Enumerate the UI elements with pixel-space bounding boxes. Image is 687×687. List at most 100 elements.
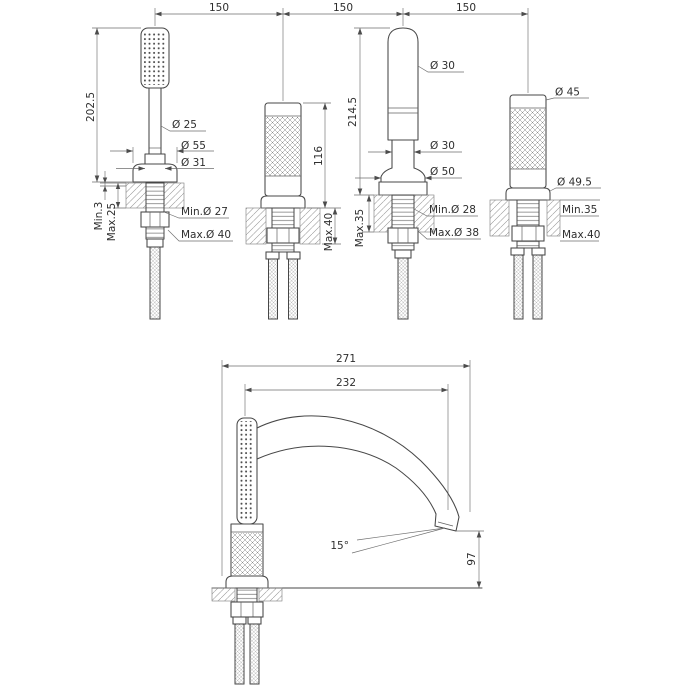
spout-outer-curve	[256, 415, 460, 518]
arrowhead	[441, 387, 448, 393]
spout-escutcheon	[378, 181, 428, 196]
deck-section	[211, 587, 236, 602]
hose-nipple	[531, 247, 546, 256]
dim-label-handle-height: 116	[313, 146, 325, 166]
dim-lines	[244, 384, 449, 510]
arrowhead	[322, 201, 328, 208]
dim-lines	[560, 199, 600, 242]
arrowhead	[385, 149, 392, 155]
dim-label-spout-base-diameter: Ø 50	[430, 166, 455, 178]
dim-label-spout-deck-max: Max.35	[354, 209, 366, 247]
deck-section	[245, 207, 267, 245]
dim-label-spout-top-diameter: Ø 30	[430, 60, 455, 72]
tube-coupling-rings	[388, 107, 418, 114]
arrowhead	[322, 103, 328, 110]
arrowhead	[276, 11, 283, 17]
supply-hose	[249, 623, 260, 685]
locknut	[230, 601, 264, 618]
arrowhead	[245, 387, 252, 393]
arrowhead	[126, 148, 133, 154]
dim-lines	[221, 360, 471, 576]
locknut	[387, 227, 419, 244]
deck-section	[125, 182, 147, 209]
arrowhead	[366, 225, 372, 232]
arrowhead	[357, 28, 363, 35]
locknut-facets	[149, 212, 161, 227]
aerator-line	[437, 521, 454, 527]
arrowhead	[366, 195, 372, 202]
deck-section	[373, 194, 393, 233]
handle-escutcheon	[505, 187, 551, 201]
deck-section	[299, 207, 321, 245]
leader-line	[413, 208, 478, 217]
hose-nipple	[146, 238, 164, 248]
handle-escutcheon	[260, 195, 306, 209]
leader-line	[417, 230, 481, 240]
knurl-grip	[232, 533, 262, 575]
dim-spacing-chain: 150 150 150	[154, 2, 529, 101]
leader-line	[549, 187, 601, 192]
arrowhead	[403, 11, 410, 17]
leader-line	[167, 229, 233, 242]
dim-label-handle-top-diameter: Ø 45	[555, 87, 580, 99]
spray-face-dots	[240, 421, 254, 521]
dim-label-handle-base-diameter: Ø 49.5	[557, 177, 592, 189]
arrowhead	[332, 208, 338, 215]
arrowhead	[414, 149, 421, 155]
arrowhead	[425, 175, 432, 181]
dim-label-overall-depth: 271	[336, 353, 356, 365]
arrowhead	[521, 11, 528, 17]
supply-hose	[288, 258, 298, 320]
handle-right-front-view	[489, 94, 561, 320]
hose-nipple	[510, 247, 525, 256]
dim-label-spout-hole-max: Max.Ø 38	[429, 227, 479, 239]
hose-nipple	[394, 249, 412, 259]
hose-nipple	[232, 616, 247, 625]
dims-handshower: 202.5 Ø 25 Ø 55 Ø 31 Min.3 Max.25 Min.Ø …	[85, 27, 233, 242]
dim-label-deck-min: Min.3	[93, 202, 105, 231]
deck-section	[258, 587, 283, 602]
spout-tube	[387, 27, 419, 141]
dim-label-escutcheon-diameter: Ø 55	[181, 140, 206, 152]
side-view: 271 232 15° 97	[211, 353, 484, 685]
dim-lines	[354, 27, 390, 196]
dim-label-spout-neck-diameter: Ø 30	[430, 140, 455, 152]
handshower-neck	[144, 153, 166, 165]
leader-line	[163, 211, 229, 219]
deck-section	[546, 199, 561, 237]
dim-label-deck-max: Max.25	[106, 203, 118, 241]
arrowhead	[177, 148, 184, 154]
hose-nipple	[286, 251, 301, 260]
arrowhead	[115, 183, 121, 189]
mounting-shank	[145, 182, 165, 240]
arrowhead	[155, 11, 162, 17]
arrowhead	[115, 202, 121, 208]
arrowhead	[222, 363, 229, 369]
locknut	[511, 225, 545, 242]
dims-spout: Ø 30 214.5 Ø 30 Ø 50 Max.35 Min.Ø 28 Max…	[347, 27, 481, 247]
dim-label-outlet-height: 97	[466, 552, 478, 565]
handshower-escutcheon	[132, 163, 178, 183]
spout-inner-curve	[256, 445, 437, 515]
supply-hose	[532, 254, 543, 320]
arrowhead	[396, 11, 403, 17]
leader-line	[545, 97, 589, 101]
handshower-front-view	[125, 27, 185, 320]
dim-label-spout-reach: 232	[336, 377, 356, 389]
knurl-grip	[266, 117, 300, 176]
arrowhead	[374, 175, 381, 181]
locknut-facets	[521, 226, 537, 241]
hose-nipple	[247, 616, 262, 625]
dim-lines	[110, 147, 214, 163]
supply-hose	[513, 254, 524, 320]
arrowhead	[138, 166, 145, 171]
locknut-facets	[397, 228, 409, 243]
dims-handle-left: 116 Max.40	[303, 102, 341, 251]
dim-label-deck-min: Min.35	[562, 204, 597, 216]
dim-label-handle-diameter: Ø 25	[172, 119, 197, 131]
supply-hose	[149, 246, 161, 320]
base-flare	[380, 167, 426, 183]
dim-label-hole-min: Min.Ø 27	[181, 206, 228, 218]
locknut	[266, 227, 300, 244]
dim-label-deck-max: Max.40	[562, 229, 600, 241]
